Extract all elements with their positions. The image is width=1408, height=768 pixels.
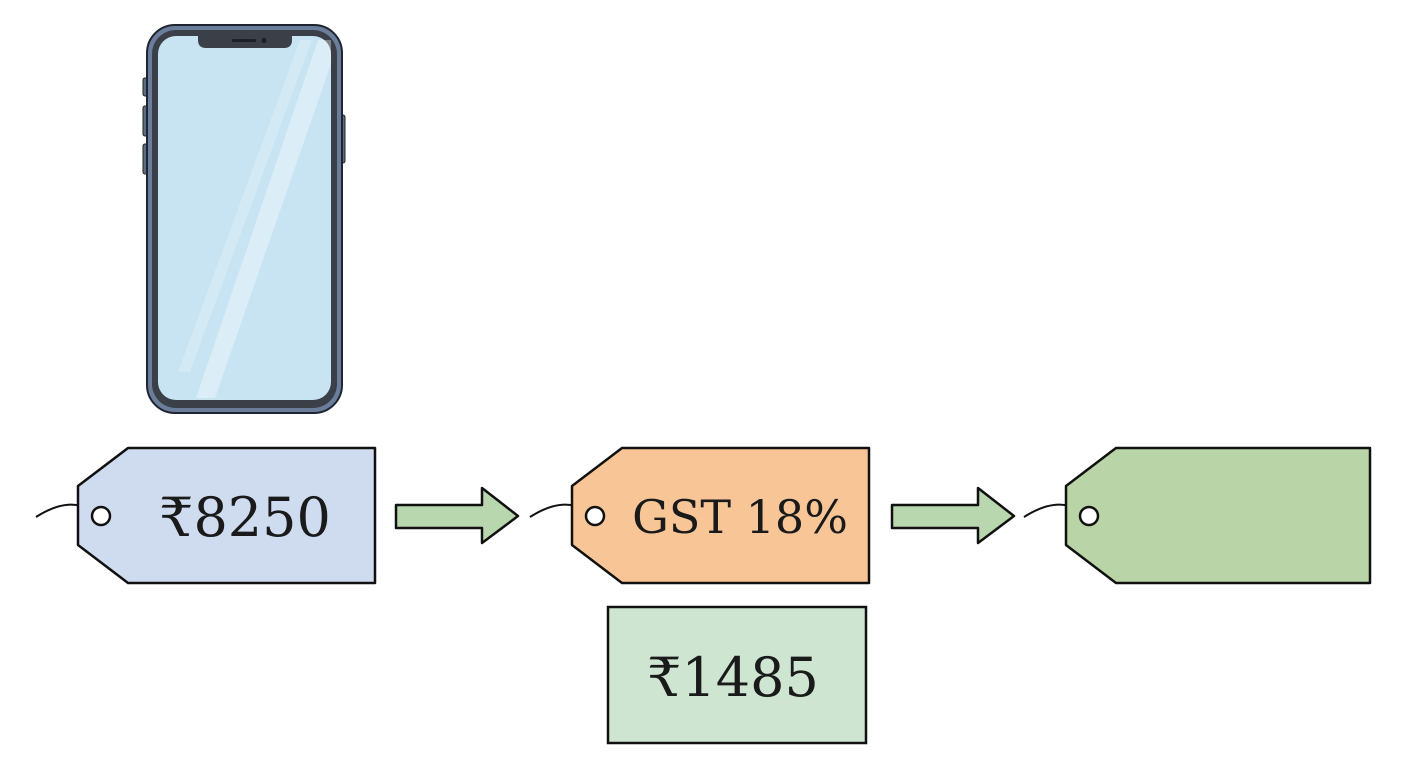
tag-shape bbox=[76, 446, 377, 585]
phone-screen bbox=[158, 36, 331, 400]
final-price-tag bbox=[1023, 446, 1372, 585]
gst-rate-tag: GST 18% bbox=[529, 446, 871, 585]
tag-shape bbox=[570, 446, 871, 585]
tag-hole-icon bbox=[1078, 505, 1100, 527]
gst-amount-box: ₹1485 bbox=[606, 605, 868, 745]
gst-rate-label: GST 18% bbox=[632, 490, 848, 544]
gst-amount-label: ₹1485 bbox=[647, 646, 819, 709]
right-arrow-icon bbox=[890, 486, 1016, 545]
gst-amount-box-shape bbox=[606, 605, 868, 745]
tag-hole-icon bbox=[90, 505, 112, 527]
right-arrow-icon bbox=[394, 486, 520, 545]
base-price-label: ₹8250 bbox=[159, 486, 331, 549]
tag-hole-icon bbox=[584, 505, 606, 527]
smartphone-icon bbox=[142, 24, 346, 414]
tag-shape bbox=[1064, 446, 1372, 585]
base-price-tag: ₹8250 bbox=[35, 446, 377, 585]
